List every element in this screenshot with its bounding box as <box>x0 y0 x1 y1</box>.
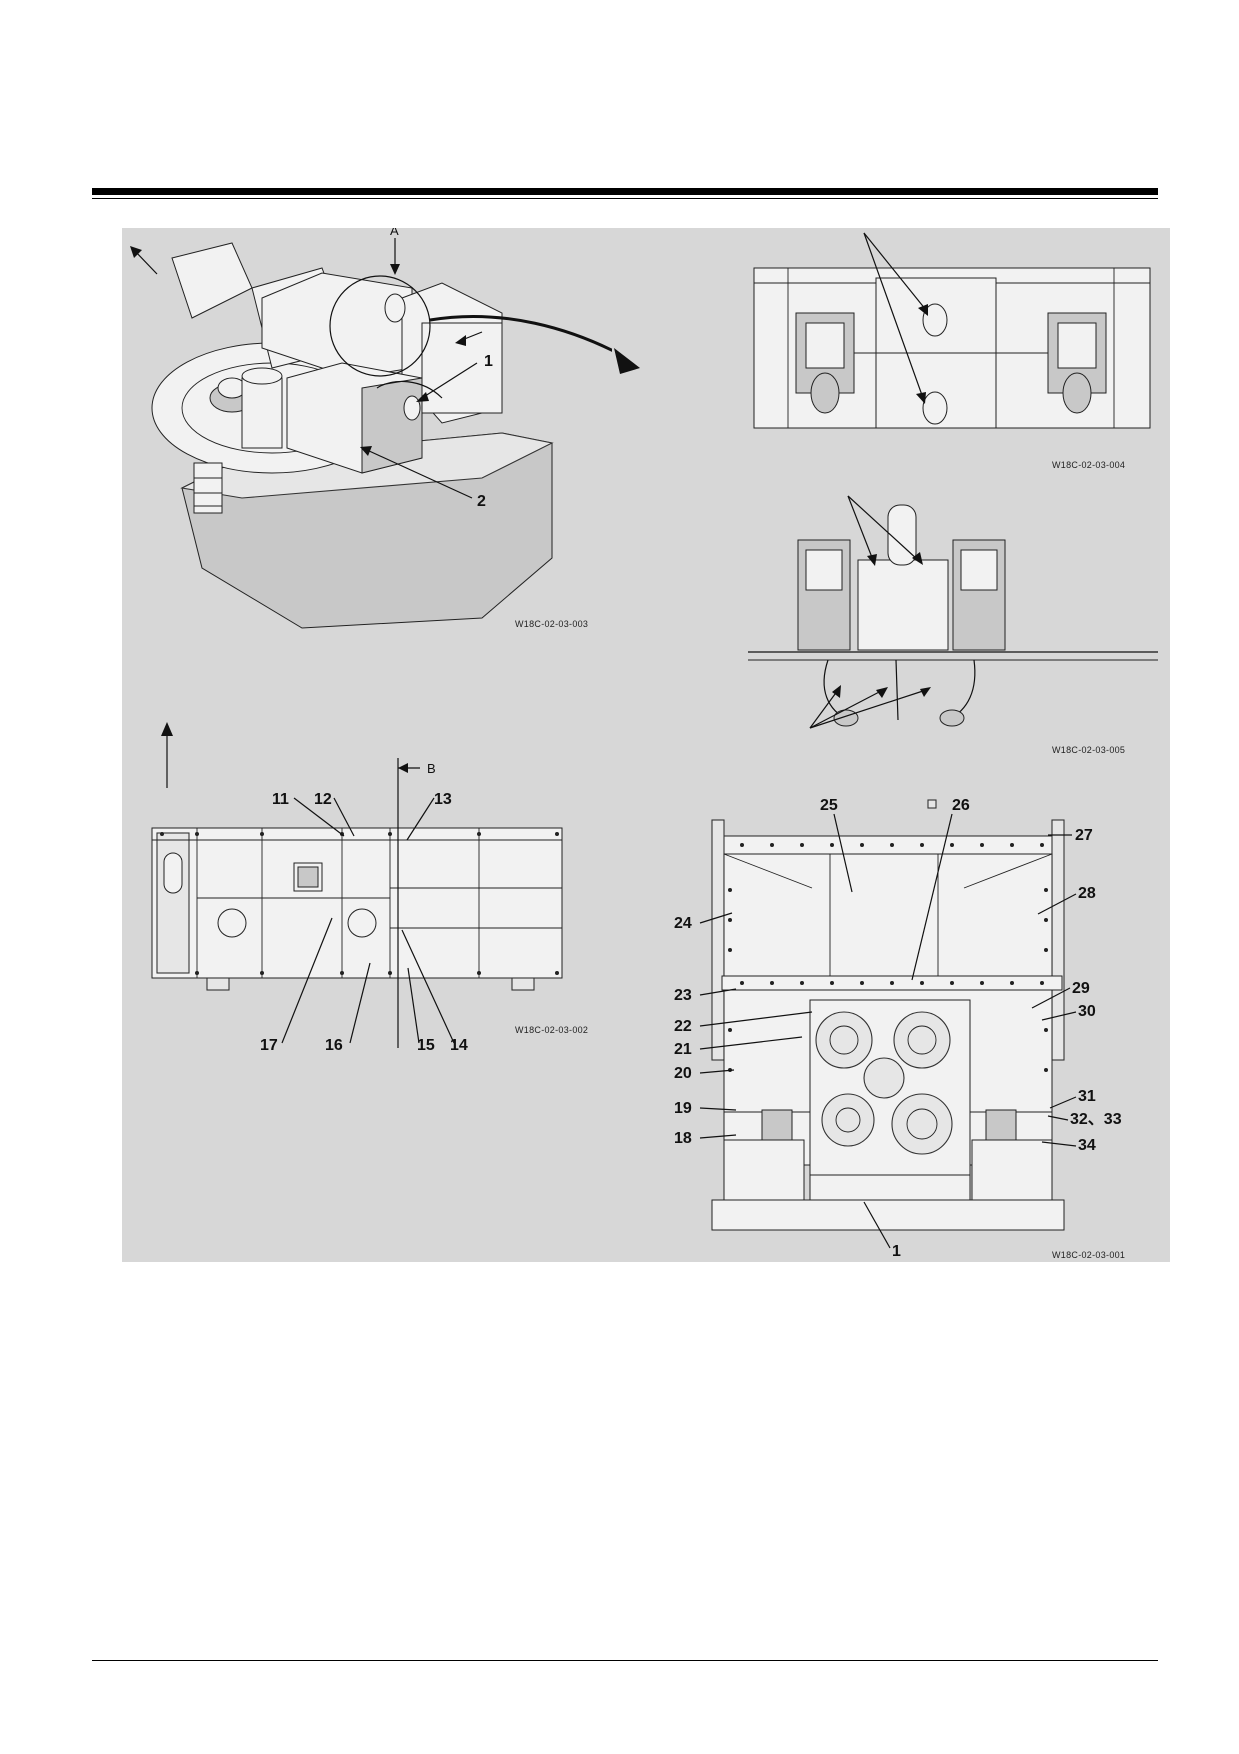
callout-25: 25 <box>820 797 838 814</box>
callout-15: 15 <box>417 1037 435 1054</box>
view-label-b: B <box>427 761 436 776</box>
callout-12: 12 <box>314 791 332 808</box>
frame-front-section-figure: 25 26 27 24 28 23 29 22 30 21 20 31 19 3… <box>674 797 1122 1260</box>
detail-top-view-figure <box>753 232 1151 429</box>
callout-34: 34 <box>1078 1137 1096 1154</box>
isometric-upperstructure-figure: A 1 2 <box>130 228 612 629</box>
callout-26: 26 <box>952 797 970 814</box>
callout-17: 17 <box>260 1037 278 1054</box>
callout-31: 31 <box>1078 1088 1096 1105</box>
figure-code-003: W18C-02-03-003 <box>515 619 589 629</box>
frame-top-plan-figure: B 11 12 13 17 16 15 14 <box>151 722 563 1054</box>
callout-16: 16 <box>325 1037 343 1054</box>
callout-21: 21 <box>674 1041 692 1058</box>
figure-code-004: W18C-02-03-004 <box>1052 460 1126 470</box>
detail-arrowhead <box>614 348 640 374</box>
callout-18: 18 <box>674 1130 692 1147</box>
callout-20: 20 <box>674 1065 692 1082</box>
figure-code-002: W18C-02-03-002 <box>515 1025 589 1035</box>
callout-13: 13 <box>434 791 452 808</box>
callout-19: 19 <box>674 1100 692 1117</box>
callout-32-33: 32、33 <box>1070 1111 1122 1128</box>
header-rule <box>92 188 1158 195</box>
callout-27: 27 <box>1075 827 1093 844</box>
callout-14: 14 <box>450 1037 468 1054</box>
callout-1: 1 <box>484 353 493 370</box>
callout-24: 24 <box>674 915 692 932</box>
callout-30: 30 <box>1078 1003 1096 1020</box>
callout-22: 22 <box>674 1018 692 1035</box>
callout-2: 2 <box>477 493 486 510</box>
figure-code-001: W18C-02-03-001 <box>1052 1250 1126 1260</box>
view-label-a: A <box>390 228 399 238</box>
callout-23: 23 <box>674 987 692 1004</box>
detail-side-view-figure <box>748 495 1158 729</box>
figure-code-005: W18C-02-03-005 <box>1052 745 1126 755</box>
callout-1-bottom: 1 <box>892 1243 901 1260</box>
callout-11: 11 <box>272 791 289 808</box>
callout-29: 29 <box>1072 980 1090 997</box>
callout-28: 28 <box>1078 885 1096 902</box>
footer-rule <box>92 1660 1158 1661</box>
header-rule-thin <box>92 198 1158 199</box>
